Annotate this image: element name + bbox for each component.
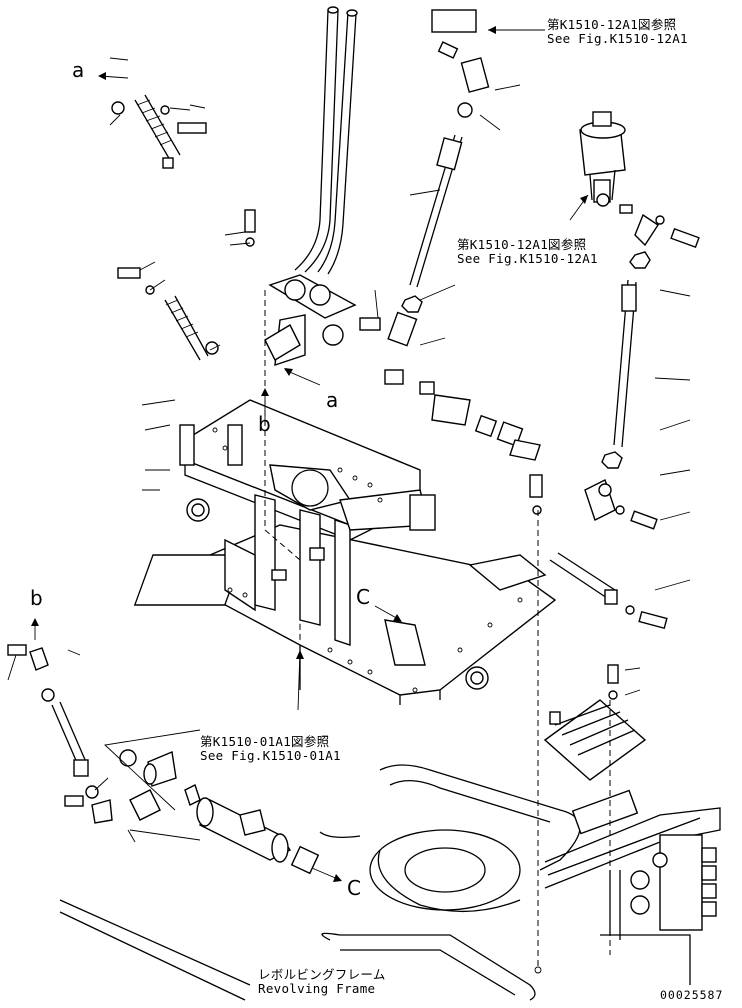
- marker-a-mid: a: [326, 388, 339, 412]
- frame-label: レボルビングフレーム Revolving Frame: [258, 968, 386, 996]
- reference-label-top: 第K1510-12A1図参照 See Fig.K1510-12A1: [547, 18, 688, 46]
- reference-middle-jp: 第K1510-12A1図参照: [457, 237, 587, 252]
- revolving-frame: [59, 764, 721, 1001]
- marker-b-mid: b: [258, 412, 271, 436]
- drawing-code: 00025587: [660, 988, 724, 1002]
- marker-c-bottom: C: [347, 876, 361, 900]
- console-frame: [133, 399, 557, 705]
- frame-label-jp: レボルビングフレーム: [258, 967, 386, 982]
- marker-b-left: b: [30, 586, 43, 610]
- reference-label-bottom: 第K1510-01A1図参照 See Fig.K1510-01A1: [200, 735, 341, 763]
- left-spring-assembly: [111, 94, 207, 169]
- reference-middle-en: See Fig.K1510-12A1: [457, 251, 598, 266]
- leader-lines: [7, 26, 691, 974]
- reference-label-middle: 第K1510-12A1図参照 See Fig.K1510-12A1: [457, 238, 598, 266]
- mid-spring-assembly: [117, 209, 256, 361]
- frame-label-en: Revolving Frame: [258, 981, 376, 996]
- reference-top-jp: 第K1510-12A1図参照: [547, 17, 677, 32]
- reference-bottom-jp: 第K1510-01A1図参照: [200, 734, 330, 749]
- pivot-shafts: [119, 749, 320, 875]
- reference-bottom-en: See Fig.K1510-01A1: [200, 748, 341, 763]
- marker-a-top: a: [72, 58, 85, 82]
- valve-block: [543, 664, 647, 781]
- control-levers: [264, 6, 358, 367]
- left-linkage: [7, 644, 113, 824]
- center-rod-assembly: [359, 9, 541, 461]
- reference-top-en: See Fig.K1510-12A1: [547, 31, 688, 46]
- marker-c-mid: C: [356, 585, 370, 609]
- right-valve-assembly: [529, 111, 700, 630]
